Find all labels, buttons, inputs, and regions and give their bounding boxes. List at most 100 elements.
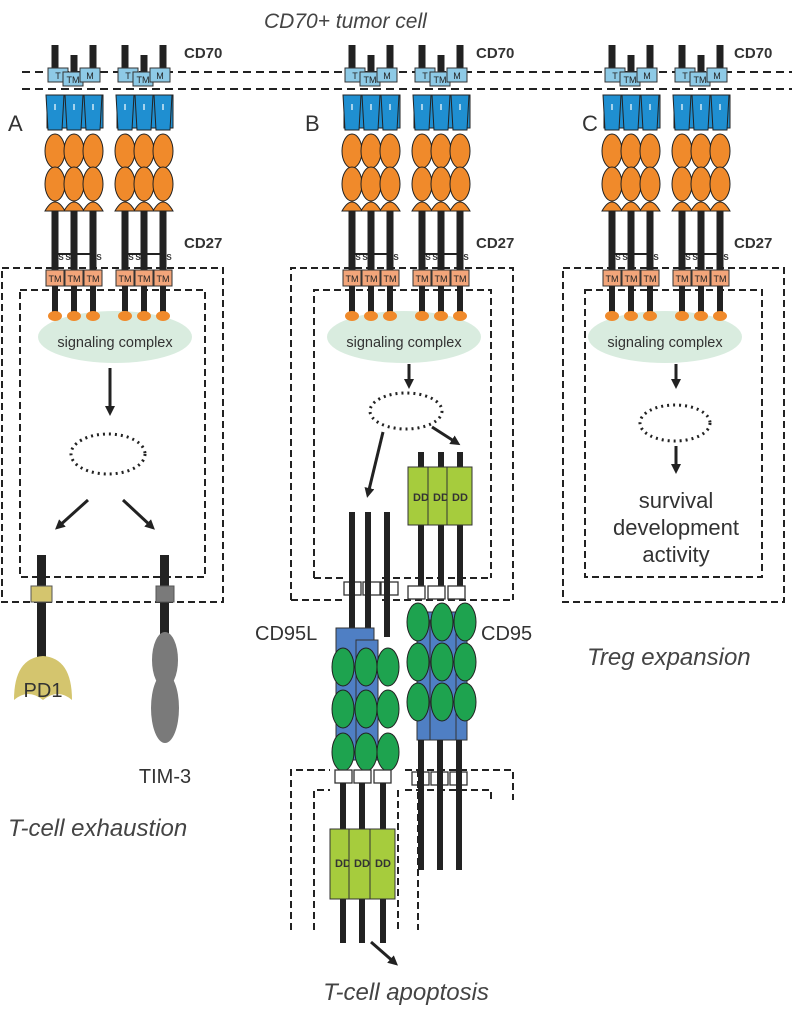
tm-label: TM — [119, 274, 132, 284]
cd27-stalk — [608, 211, 616, 271]
disulfide-s: S — [425, 253, 431, 262]
cd27-bead — [44, 201, 66, 212]
cd27-bead — [430, 133, 452, 169]
cd27-bead — [360, 133, 382, 169]
cd95-bead — [430, 642, 454, 682]
signaling-complex-a — [38, 311, 192, 363]
tm-anchor — [373, 769, 392, 784]
cd95-bead — [376, 732, 400, 772]
signaling-adapter — [137, 311, 151, 321]
cd27-stalk — [140, 211, 148, 271]
signaling-adapter — [48, 311, 62, 321]
cd70-subunit — [710, 94, 730, 131]
panel-letter-c: C — [582, 111, 598, 136]
cd95-bead — [406, 602, 430, 642]
tcell-membrane-lower — [290, 769, 514, 930]
cd95-bead — [354, 732, 378, 772]
signaling-adapter — [643, 311, 657, 321]
cd70-subunit — [640, 94, 660, 131]
cd27-cytoplasmic — [349, 286, 355, 314]
cd27-bead — [671, 201, 693, 212]
cd27-cytoplasmic — [71, 286, 77, 314]
signaling-complex-b — [327, 311, 481, 363]
cd27-cytoplasmic — [457, 286, 463, 314]
cd70-stalk — [716, 45, 724, 73]
disulfide-s: S — [463, 253, 469, 262]
intermediate-b — [368, 391, 444, 431]
signaling-adapter — [156, 311, 170, 321]
cd70-subunit — [64, 94, 84, 131]
cd27-bead — [411, 133, 433, 169]
cd27-bead — [601, 166, 623, 202]
cd27-bead — [709, 166, 731, 202]
disulfide-s: S — [393, 253, 399, 262]
dd-box — [446, 466, 473, 526]
cd27-stalk — [456, 211, 464, 271]
tm-label: T — [682, 71, 688, 81]
tm-label: TM — [364, 75, 377, 85]
cd95-bead — [430, 602, 454, 642]
signaling-label-b: signaling complex — [346, 335, 462, 351]
cd70-stalk — [70, 55, 78, 83]
cd27-bead — [360, 166, 382, 202]
cd27-bead — [639, 201, 661, 212]
dd-label: DD — [433, 492, 449, 504]
cd70-subunit — [380, 94, 400, 131]
disulfide-s: S — [135, 253, 141, 262]
cd95l-lower-stalk — [437, 740, 443, 870]
cd27-bead — [639, 133, 661, 169]
cd70-tm-domain — [149, 67, 171, 83]
signaling-adapter — [624, 311, 638, 321]
disulfide-s: S — [615, 253, 621, 262]
signaling-adapter — [415, 311, 429, 321]
disulfide-s: S — [362, 253, 368, 262]
cd27-bead — [709, 133, 731, 169]
cd27-stalk — [697, 211, 705, 271]
tm-label: T — [55, 71, 61, 81]
tm-label: TM — [454, 274, 467, 284]
cd27-cytoplasmic — [679, 286, 685, 314]
cd95-bead — [354, 647, 378, 687]
cd70-subunit — [361, 94, 381, 131]
cd27-bead — [360, 201, 382, 212]
signaling-adapter — [605, 311, 619, 321]
cd70-stalk — [646, 45, 654, 73]
cd27-bead — [82, 166, 104, 202]
tm-label: TM — [365, 274, 378, 284]
cd70-subunit — [412, 94, 432, 131]
cd70-stalk — [51, 45, 59, 73]
tm-label: TM — [624, 75, 637, 85]
caption-a: T-cell exhaustion — [8, 815, 187, 842]
cd27-bead — [379, 133, 401, 169]
cd27-bead — [449, 201, 471, 212]
cd27-bead — [133, 133, 155, 169]
cd95-bead — [354, 689, 378, 729]
cd27-bead — [671, 133, 693, 169]
cd70-stalk — [608, 45, 616, 73]
disulfide-s: S — [432, 253, 438, 262]
cd95-bead — [430, 682, 454, 722]
outcome-development: development — [613, 515, 739, 540]
cd27-cytoplasmic — [368, 286, 374, 314]
cd27-cytoplasmic — [90, 286, 96, 314]
cd27-label-c: CD27 — [734, 235, 772, 252]
panel-letter-b: B — [305, 111, 320, 136]
cd27-bead — [379, 201, 401, 212]
tumor-cell-title: CD70+ tumor cell — [264, 10, 428, 33]
dd-label: DD — [413, 492, 429, 504]
signaling-label-c: signaling complex — [607, 335, 723, 351]
cd27-bead — [44, 166, 66, 202]
outcome-survival: survival — [639, 488, 714, 513]
cd70-stalk — [678, 45, 686, 73]
tm-label: TM — [676, 274, 689, 284]
tm-anchor — [407, 585, 426, 600]
cd27-bead — [82, 133, 104, 169]
tm-label: TM — [694, 75, 707, 85]
disulfide-s: S — [166, 253, 172, 262]
pathway-b — [364, 364, 461, 498]
